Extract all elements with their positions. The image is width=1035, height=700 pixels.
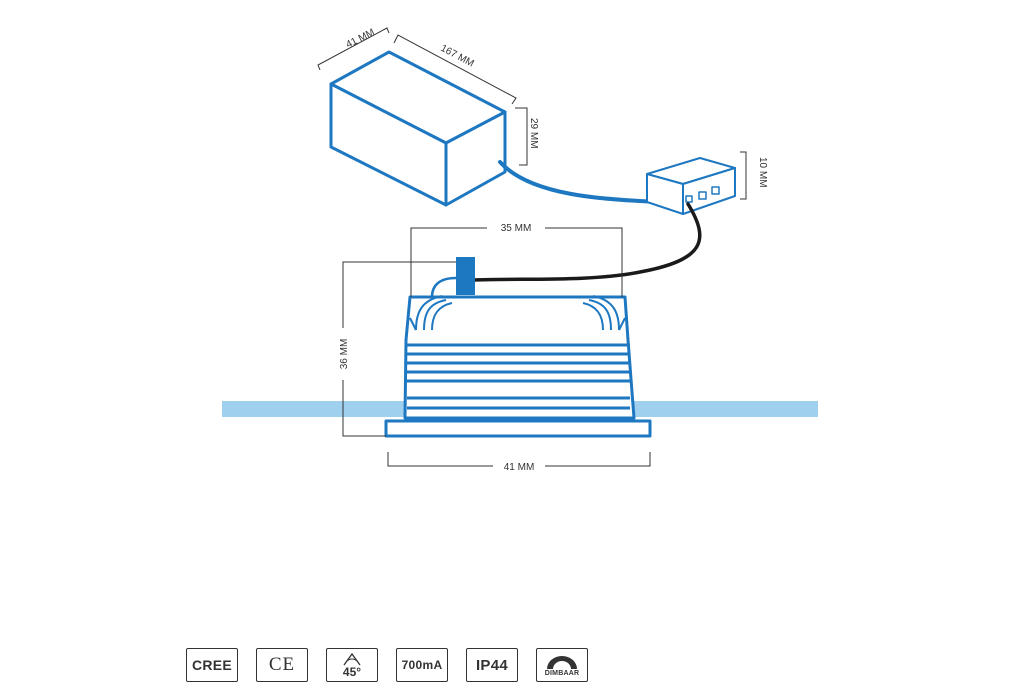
driver-depth-label: 41 MM: [344, 27, 376, 51]
ceiling: [222, 401, 818, 417]
connector-height-label: 10 MM: [757, 157, 768, 188]
ce-label: CE: [268, 654, 296, 675]
dimmer-arc-icon: [547, 655, 577, 669]
cree-badge: CREE: [186, 648, 238, 682]
beam-angle-badge: 45°: [326, 648, 378, 682]
ip-rating-badge: IP44: [466, 648, 518, 682]
led-fixture: [384, 295, 652, 438]
beam-angle-label: 45°: [342, 665, 362, 679]
beam-angle-icon: [343, 652, 361, 666]
ce-badge: CE: [256, 648, 308, 682]
dimmable-label: DIMBAAR: [544, 669, 580, 677]
fixture-cable: [472, 202, 702, 282]
connector-dim-line: [740, 151, 747, 200]
driver-cable: [498, 160, 667, 204]
fixture-height-label: 36 MM: [339, 339, 350, 370]
driver-dim-lines: [317, 27, 528, 166]
driver-height-label: 29 MM: [528, 118, 539, 149]
ip-rating-label: IP44: [475, 656, 509, 674]
terminal-block: [456, 257, 475, 295]
connector-box: [646, 157, 736, 215]
driver-box: [329, 50, 507, 207]
current-badge: 700mA: [396, 648, 448, 682]
current-label: 700mA: [401, 658, 443, 672]
fixture-springs: [409, 295, 626, 331]
cree-label: CREE: [191, 657, 233, 673]
fixture-width-label: 35 MM: [501, 223, 532, 234]
driver-length-label: 167 MM: [439, 43, 476, 70]
dimmable-badge: DIMBAAR: [536, 648, 588, 682]
fixture-lead: [430, 276, 457, 298]
flange-width-label: 41 MM: [504, 462, 535, 473]
